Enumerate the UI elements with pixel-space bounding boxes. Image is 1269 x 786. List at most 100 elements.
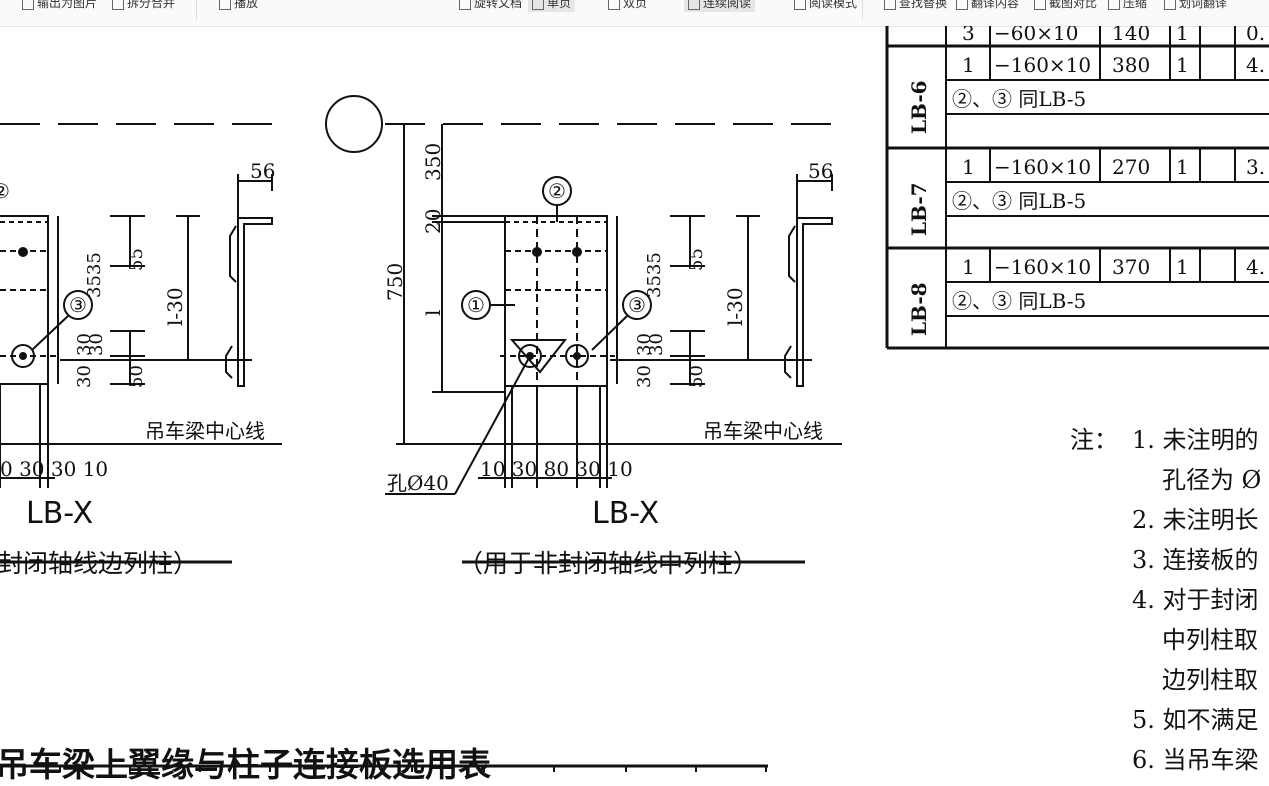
toolbar-item-icon — [956, 0, 968, 10]
left-dim-55: 55 — [126, 248, 147, 271]
note-line: 中列柱取 — [1162, 626, 1258, 654]
right-dim-30a: 30 — [634, 333, 655, 356]
table-row-note: ②、③ 同LB-5 — [952, 87, 1086, 111]
table-cell: −160×10 — [994, 255, 1091, 279]
table-cell: −160×10 — [994, 155, 1091, 179]
right-dim-l30: l-30 — [723, 287, 747, 326]
toolbar-item-label: 连续阅读 — [703, 0, 752, 10]
right-dim-3535: 3535 — [644, 252, 665, 298]
right-detail-subtitle: （用于非封闭轴线中列柱） — [458, 549, 759, 578]
note-line: 6. 当吊车梁 — [1132, 746, 1259, 774]
table-cell: 0. — [1246, 26, 1265, 45]
table-group-label: LB-7 — [907, 182, 931, 236]
left-dim-50: 50 — [126, 365, 147, 388]
toolbar-item-icon — [884, 0, 896, 10]
right-dim-20: 20 — [421, 209, 445, 234]
toolbar-item-3[interactable]: 旋转文档 — [455, 0, 526, 12]
toolbar-item-icon — [459, 0, 471, 10]
toolbar-item-icon — [22, 0, 34, 10]
note-line: 4. 对于封闭 — [1132, 586, 1259, 614]
table-group-label: LB-6 — [907, 80, 931, 134]
table-cell: 4. — [1246, 255, 1265, 279]
left-detail-subtitle: 封闭轴线边列柱） — [0, 549, 199, 578]
right-dim-30b: 30 — [646, 333, 667, 356]
left-dim-30c: 30 — [74, 365, 95, 388]
note-line: 2. 未注明长 — [1132, 506, 1259, 534]
left-dim-l30: l-30 — [163, 287, 187, 326]
left-callout-3: ③ — [69, 293, 87, 317]
table-cell: 270 — [1112, 155, 1150, 179]
right-dim-30c: 30 — [634, 365, 655, 388]
right-dim-55: 55 — [686, 248, 707, 271]
right-dim-50: 50 — [686, 365, 707, 388]
note-line: 5. 如不满足 — [1132, 706, 1259, 734]
toolbar: 输出为图片 拆分合并 播放 旋转文档单页 双页 连续阅读 阅读模式 查找替换 翻译内容截图对比 压… — [0, 0, 1269, 27]
right-detail — [385, 123, 842, 564]
note-line: 边列柱取 — [1162, 666, 1258, 694]
toolbar-item-icon — [1108, 0, 1120, 10]
note-line: 1. 未注明的 — [1132, 426, 1259, 454]
drawing-svg: 56 55 3535 l-30 30 30 30 50 吊车梁中心线 0 30 … — [0, 26, 1269, 772]
toolbar-item-label: 双页 — [623, 0, 648, 10]
left-bottom-dims: 0 30 30 10 — [0, 457, 108, 481]
toolbar-item-1[interactable]: 拆分合并 — [108, 0, 179, 12]
right-dim-l: l — [421, 310, 445, 316]
right-hole-label: 孔Ø40 — [387, 471, 449, 495]
right-dim-56: 56 — [808, 159, 833, 183]
table-cell: 1 — [962, 53, 975, 77]
table-cell: −160×10 — [994, 53, 1091, 77]
toolbar-item-11[interactable]: 压缩 — [1104, 0, 1151, 12]
table-cell: 1 — [1176, 26, 1189, 45]
table-cell: 1 — [1176, 255, 1189, 279]
toolbar-item-label: 输出为图片 — [37, 0, 98, 10]
toolbar-item-label: 阅读模式 — [809, 0, 858, 10]
selection-table — [885, 26, 1269, 350]
left-dim-56: 56 — [250, 159, 275, 183]
table-cell: 4. — [1246, 53, 1265, 77]
toolbar-item-10[interactable]: 截图对比 — [1030, 0, 1101, 12]
toolbar-item-8[interactable]: 查找替换 — [880, 0, 951, 12]
toolbar-item-label: 播放 — [234, 0, 259, 10]
toolbar-item-label: 拆分合并 — [127, 0, 176, 10]
left-centerline-label: 吊车梁中心线 — [145, 419, 265, 443]
toolbar-item-12[interactable]: 划词翻译 — [1160, 0, 1231, 12]
toolbar-item-7[interactable]: 阅读模式 — [790, 0, 861, 12]
table-cell: 370 — [1112, 255, 1150, 279]
right-dim-750: 750 — [383, 263, 407, 301]
right-centerline-label: 吊车梁中心线 — [703, 419, 823, 443]
table-cell: 1 — [1176, 155, 1189, 179]
toolbar-item-icon — [608, 0, 620, 10]
table-cell: 380 — [1112, 53, 1150, 77]
toolbar-item-9[interactable]: 翻译内容 — [952, 0, 1023, 12]
left-detail-title: LB-X — [26, 496, 94, 531]
notes-prefix: 注： — [1070, 426, 1118, 454]
right-callout-1: ① — [467, 293, 485, 317]
toolbar-item-label: 压缩 — [1123, 0, 1148, 10]
table-cell: 3. — [1246, 155, 1265, 179]
right-callout-3: ③ — [628, 293, 646, 317]
right-detail-title: LB-X — [592, 496, 660, 531]
toolbar-separator — [196, 0, 197, 20]
toolbar-item-label: 翻译内容 — [971, 0, 1020, 10]
toolbar-item-2[interactable]: 播放 — [215, 0, 262, 12]
toolbar-item-label: 查找替换 — [899, 0, 948, 10]
table-cell: −60×10 — [994, 26, 1078, 45]
left-detail — [0, 174, 282, 564]
toolbar-separator — [862, 0, 863, 20]
right-bottom-dims: 10 30 80 30 10 — [480, 457, 633, 481]
table-row-note: ②、③ 同LB-5 — [952, 189, 1086, 213]
table-row-note: ②、③ 同LB-5 — [952, 289, 1086, 313]
table-cell: 1 — [962, 255, 975, 279]
toolbar-item-0[interactable]: 输出为图片 — [18, 0, 101, 12]
toolbar-item-icon — [532, 0, 544, 10]
right-callout-2: ② — [548, 179, 566, 203]
left-callout-2: ② — [0, 179, 10, 203]
table-group-label: LB-8 — [907, 282, 931, 336]
note-line: 孔径为 Ø — [1162, 466, 1262, 494]
toolbar-item-4[interactable]: 单页 — [528, 0, 576, 12]
right-dim-350: 350 — [421, 143, 445, 181]
toolbar-item-6[interactable]: 连续阅读 — [684, 0, 756, 12]
toolbar-item-5[interactable]: 双页 — [604, 0, 651, 12]
toolbar-item-icon — [219, 0, 231, 10]
